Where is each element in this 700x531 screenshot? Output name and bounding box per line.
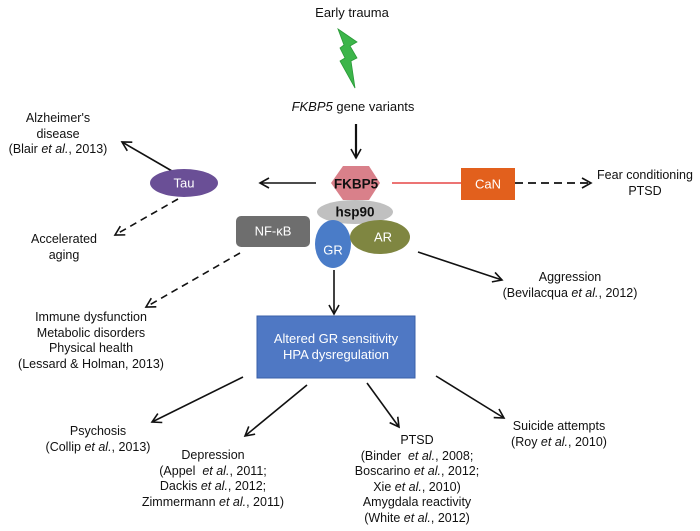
immune-line-1: Immune dysfunction (35, 310, 147, 324)
depression-cite-1: (Appel et al., 2011; (159, 463, 267, 478)
gr-node (315, 220, 351, 268)
lightning-bolt-icon (337, 27, 358, 89)
gr-label: GR (323, 242, 343, 258)
ar-label: AR (373, 229, 393, 245)
fear-line-1: Fear conditioning (597, 168, 693, 182)
ptsd-amygdala: Amygdala reactivity (362, 495, 472, 509)
psychosis-label: Psychosis (Collip et al., 2013) (46, 424, 151, 455)
aging-label: Accelerated aging (31, 232, 97, 263)
immune-line-2: Metabolic disorders (36, 325, 146, 340)
ar-node (350, 220, 410, 254)
hsp90-node (317, 200, 393, 224)
alzheimers-line-1: Alzheimer's (25, 111, 91, 125)
alzheimers-line-2: disease (36, 126, 80, 141)
depression-line-1: Depression (181, 448, 245, 462)
suicide-label: Suicide attempts (Roy et al., 2010) (511, 419, 607, 450)
aggression-line-1: Aggression (538, 270, 602, 284)
ptsd-cite-1: (Binder et al., 2008; (360, 448, 474, 463)
suicide-line-1: Suicide attempts (512, 419, 606, 433)
depression-cite-2: Dackis et al., 2012; (159, 479, 267, 493)
immune-citation: (Lessard & Holman, 2013) (18, 356, 164, 371)
alzheimers-citation: (Blair et al., 2013) (8, 142, 108, 156)
immune-line-3: Physical health (48, 341, 134, 355)
fear-label: Fear conditioning PTSD (597, 168, 693, 199)
ptsd-cite-2: Boscarino et al., 2012; (354, 464, 480, 478)
arrow-tau-to-aging (113, 198, 179, 236)
gene-variants-label: FKBP5 gene variants (292, 99, 415, 115)
ptsd-cite-4: (White et al., 2012) (364, 510, 470, 525)
immune-label: Immune dysfunction Metabolic disorders P… (18, 310, 164, 372)
early-trauma-label: Early trauma (315, 5, 389, 20)
box-text: Altered GR sensitivity HPA dysregulation (274, 331, 398, 363)
alzheimers-label: Alzheimer's disease (Blair et al., 2013) (9, 111, 108, 158)
psychosis-citation: (Collip et al., 2013) (45, 439, 151, 454)
box-line-2: HPA dysregulation (282, 347, 389, 362)
arrow-box-to-suicide (435, 375, 506, 419)
arrow-box-to-depression (243, 384, 308, 438)
tau-label: Tau (173, 175, 195, 191)
can-node (461, 168, 515, 200)
ptsd-cite-3: Xie et al., 2010) (373, 479, 461, 494)
ptsd-line-1: PTSD (400, 433, 434, 447)
gr-sensitivity-box (256, 315, 416, 379)
aging-line-2: aging (48, 247, 80, 262)
nfkb-label: NF-κB (254, 223, 292, 239)
arrow-nfkb-to-immune (144, 252, 241, 308)
hsp90-label: hsp90 (335, 204, 375, 220)
suicide-citation: (Roy et al., 2010) (511, 434, 607, 449)
fear-line-2: PTSD (628, 183, 662, 198)
arrow-tau-to-alzheimers (120, 141, 173, 172)
aggression-label: Aggression (Bevilacqua et al., 2012) (503, 270, 638, 301)
depression-cite-3: Zimmermann et al., 2011) (141, 494, 285, 509)
fkbp5-label: FKBP5 (333, 176, 379, 192)
can-label: CaN (474, 176, 502, 192)
tau-node (150, 169, 218, 197)
box-line-1: Altered GR sensitivity (273, 331, 399, 346)
arrow-box-to-ptsd (366, 382, 400, 429)
aggression-citation: (Bevilacqua et al., 2012) (502, 285, 638, 300)
gene-name: FKBP5 (291, 99, 333, 114)
depression-label: Depression (Appel et al., 2011; Dackis e… (142, 448, 284, 510)
fkbp5-node (331, 166, 380, 200)
arrow-ar-to-aggression (417, 251, 504, 283)
arrow-box-to-psychosis (150, 376, 244, 424)
ptsd-label: PTSD (Binder et al., 2008; Boscarino et … (355, 433, 479, 526)
psychosis-line-1: Psychosis (69, 424, 127, 438)
nfkb-node (236, 216, 310, 247)
gene-rest: gene variants (332, 99, 415, 114)
aging-line-1: Accelerated (30, 232, 98, 246)
